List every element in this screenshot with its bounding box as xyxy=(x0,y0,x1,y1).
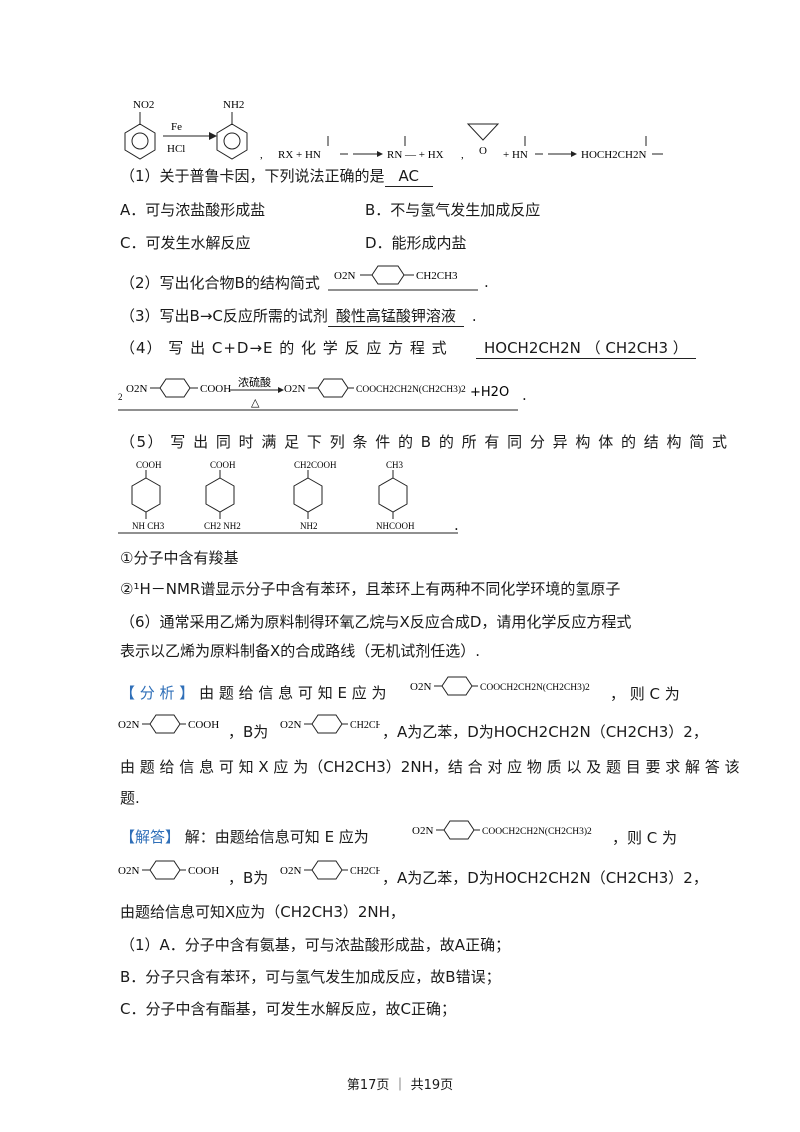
analysis-e-structure: O2N COOCH2CH2N(CH2CH3)2 xyxy=(410,676,590,696)
svg-text:NH CH3: NH CH3 xyxy=(132,521,165,531)
svg-text:+H2O: +H2O xyxy=(470,385,509,400)
plus-hn: + HN xyxy=(503,149,528,161)
analysis-line-4: 题. xyxy=(120,789,140,807)
svg-text:COOCH2CH2N(CH2CH3)2: COOCH2CH2N(CH2CH3)2 xyxy=(482,826,592,837)
svg-text:2: 2 xyxy=(118,392,123,402)
svg-text:O2N: O2N xyxy=(280,719,301,731)
svg-text:O2N: O2N xyxy=(118,719,139,731)
solution-line-3: 由题给信息可知X应为（CH2CH3）2NH， xyxy=(120,903,405,921)
solution-line-4: （1）A．分子中含有氨基，可与浓盐酸形成盐，故A正确； xyxy=(120,936,511,954)
svg-text:CH2CH3: CH2CH3 xyxy=(416,270,458,282)
q5-condition-1: ①分子中含有羧基 xyxy=(120,549,239,567)
isomer-3: CH2COOH NH2 xyxy=(293,460,337,531)
q1-option-b: B．不与氢气发生加成反应 xyxy=(365,201,541,219)
svg-text:CH2CH3: CH2CH3 xyxy=(350,866,380,877)
rx-hn: RX + HN xyxy=(278,149,321,161)
q5-condition-2: ②¹H－NMR谱显示分子中含有苯环，且苯环上有两种不同化学环境的氢原子 xyxy=(120,580,621,598)
isomer-4: CH3 NHCOOH xyxy=(376,460,415,531)
fe-label: Fe xyxy=(171,121,182,133)
svg-text:CH2COOH: CH2COOH xyxy=(294,460,337,470)
q1-option-c: C．可发生水解反应 xyxy=(120,234,251,252)
svg-text:COOH: COOH xyxy=(188,719,219,731)
q5-isomers: COOH NH CH3 COOH CH2 NH2 CH2COOH NH2 CH3… xyxy=(118,460,458,534)
svg-text:O2N: O2N xyxy=(118,865,139,877)
svg-text:CH2CH3: CH2CH3 xyxy=(350,720,380,731)
analysis-line-1: 【 分 析 】 由 题 给 信 息 可 知 E 应 为 xyxy=(120,684,387,702)
q5-question: （5） 写 出 同 时 满 足 下 列 条 件 的 B 的 所 有 同 分 异 … xyxy=(120,433,729,451)
svg-text:O2N: O2N xyxy=(280,865,301,877)
q1-answer: AC xyxy=(384,166,434,187)
hoch2ch2n-product: HOCH2CH2N xyxy=(581,149,646,161)
page-footer: 第17页 ｜ 共19页 xyxy=(346,1078,454,1093)
svg-text:COOH: COOH xyxy=(136,460,162,470)
svg-text:,: , xyxy=(461,149,464,161)
q6-line-1: （6）通常采用乙烯为原料制得环氧乙烷与X反应合成D，请用化学反应方程式 xyxy=(120,613,632,631)
analysis-tag: 【 分 析 】 xyxy=(120,684,195,702)
solution-b-structure: O2N CH2CH3 xyxy=(280,860,380,880)
analysis-c-structure: O2N COOH xyxy=(118,714,219,734)
isomer-2: COOH CH2 NH2 xyxy=(204,460,241,531)
hcl-label: HCl xyxy=(167,143,185,155)
solution-tag: 【解答】 xyxy=(120,828,181,846)
svg-text:O2N: O2N xyxy=(334,270,355,282)
solution-e-structure: O2N COOCH2CH2N(CH2CH3)2 xyxy=(412,820,592,840)
svg-text:COOCH2CH2N(CH2CH3)2: COOCH2CH2N(CH2CH3)2 xyxy=(480,682,590,693)
q2-question: （2）写出化合物B的结构简式 xyxy=(120,274,320,292)
q1-option-a: A．可与浓盐酸形成盐 xyxy=(120,201,266,219)
solution-line-1: 【解答】 解：由题给信息可知 E 应为 xyxy=(120,828,369,846)
top-reactions: NO2 Fe HCl NH2 , RX + HN RN — + HX , O +… xyxy=(124,99,663,161)
analysis-b-structure: O2N CH2CH3 xyxy=(280,714,380,734)
benzene-ring-1 xyxy=(124,123,156,160)
q3-question: （3）写出B→C反应所需的试剂酸性高锰酸钾溶液. xyxy=(120,306,477,327)
svg-text:CH3: CH3 xyxy=(386,460,404,470)
svg-text:NHCOOH: NHCOOH xyxy=(376,521,415,531)
analysis-line-3: 由 题 给 信 息 可 知 X 应 为（CH2CH3）2NH，结 合 对 应 物… xyxy=(120,758,740,776)
no2-label: NO2 xyxy=(133,99,154,111)
solution-c-structure: O2N COOH xyxy=(118,860,219,880)
svg-text:O2N: O2N xyxy=(126,383,147,395)
solution-line-5: B．分子只含有苯环，可与氢气发生加成反应，故B错误； xyxy=(120,968,501,986)
epoxide-ring xyxy=(466,123,500,141)
svg-text:,: , xyxy=(260,149,263,161)
svg-text:O: O xyxy=(479,145,487,157)
svg-text:COOH: COOH xyxy=(200,383,231,395)
svg-text:COOH: COOH xyxy=(188,865,219,877)
svg-text:NH2: NH2 xyxy=(300,521,318,531)
q4-answer-part1: HOCH2CH2N （ CH2CH3 ） xyxy=(476,338,696,359)
svg-text:CH2 NH2: CH2 NH2 xyxy=(204,521,241,531)
nh2-label: NH2 xyxy=(223,99,244,111)
q1-option-d: D．能形成内盐 xyxy=(365,234,467,252)
svg-text:COOCH2CH2N(CH2CH3)2: COOCH2CH2N(CH2CH3)2 xyxy=(356,384,466,395)
q2-structure-b: O2N CH2CH3 xyxy=(328,265,478,291)
q4-equation: 2 O2N COOH 浓硫酸 △ O2N COOCH2CH2N(CH2CH3)2… xyxy=(118,375,518,411)
isomer-1: COOH NH CH3 xyxy=(131,460,165,531)
rn-hx: RN — + HX xyxy=(387,149,444,161)
svg-text:浓硫酸: 浓硫酸 xyxy=(238,375,271,389)
svg-text:O2N: O2N xyxy=(410,681,431,693)
svg-text:O2N: O2N xyxy=(284,383,305,395)
svg-text:△: △ xyxy=(251,397,260,409)
q4-question: （4） 写 出 C+D→E 的 化 学 反 应 方 程 式 xyxy=(120,339,448,357)
q6-line-2: 表示以乙烯为原料制备X的合成路线（无机试剂任选）. xyxy=(120,642,481,660)
q3-answer: 酸性高锰酸钾溶液 xyxy=(327,306,464,327)
benzene-ring-2 xyxy=(216,123,248,160)
svg-text:O2N: O2N xyxy=(412,825,433,837)
solution-line-6: C．分子中含有酯基，可发生水解反应，故C正确； xyxy=(120,1000,456,1018)
svg-text:COOH: COOH xyxy=(210,460,236,470)
